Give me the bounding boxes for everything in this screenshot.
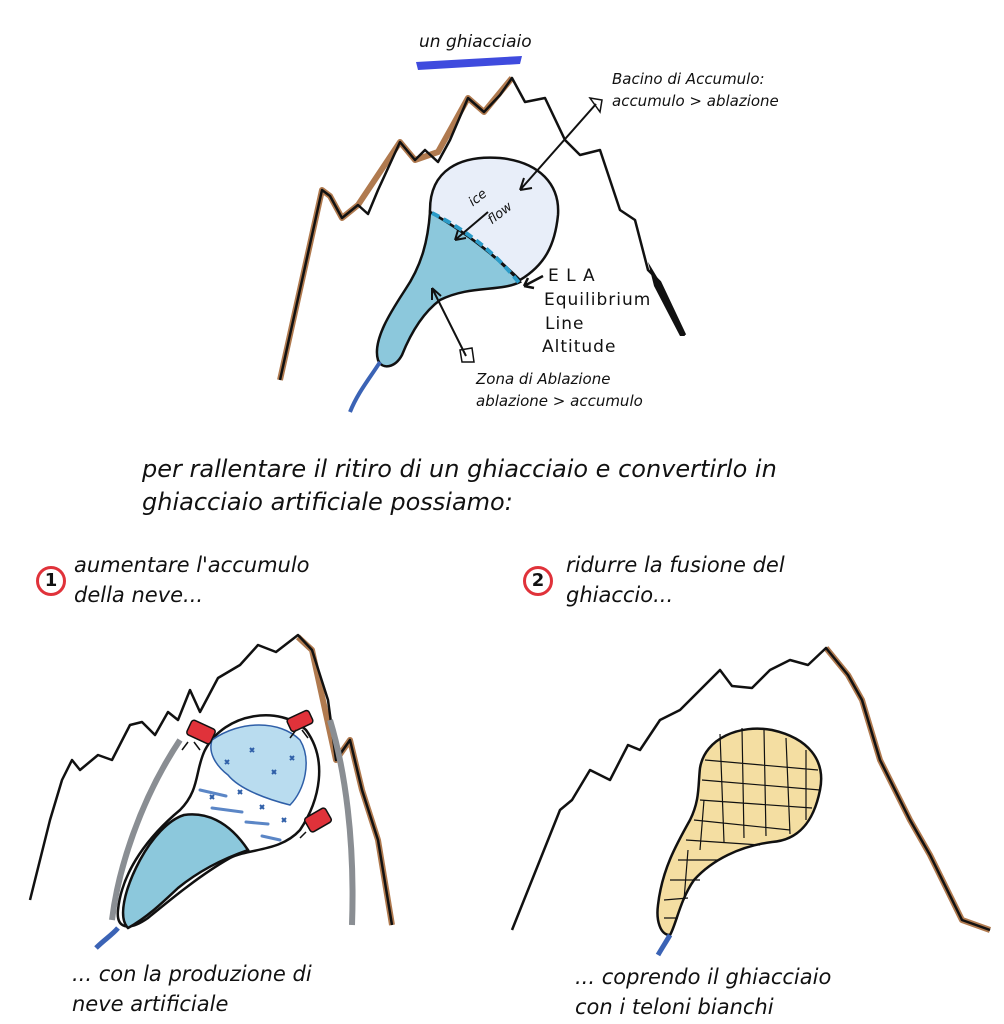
diagram-title: un ghiacciaio (419, 32, 532, 52)
left-mountain-outline (28, 633, 394, 926)
option-1-caption-line1: ... con la produzione di (72, 962, 312, 986)
snow-cannon-left (181, 719, 216, 751)
top-mountain-outline (278, 76, 687, 381)
ela-label-line4: Altitude (542, 337, 617, 357)
right-meltwater-stream (655, 933, 673, 957)
option-2-heading-line2: ghiaccio... (566, 583, 674, 607)
ela-label-line1: E L A (548, 266, 596, 286)
option-1-heading-line2: della neve... (74, 583, 204, 607)
right-mountain-outline (510, 646, 991, 932)
ablation-arrow-fletching (459, 347, 475, 363)
option-1-number-badge: 1 (36, 566, 66, 596)
ablation-arrow (431, 287, 467, 357)
artificial-snow-flakes (209, 747, 295, 823)
snow-cannon-bottom-right (299, 807, 333, 839)
option-1-heading-line1: aumentare l'accumulo (74, 553, 310, 577)
ablation-label-line2: ablazione > accumulo (476, 392, 643, 410)
option-1-caption-line2: neve artificiale (72, 992, 229, 1016)
intro-text-line1: per rallentare il ritiro di un ghiacciai… (142, 455, 777, 483)
tarp-seams (663, 727, 821, 919)
option-2-caption-line1: ... coprendo il ghiacciaio (575, 965, 832, 989)
ela-label-line2: Equilibrium (544, 290, 652, 310)
accumulation-label-line2: accumulo > ablazione (612, 92, 779, 110)
ela-arrow (522, 274, 544, 290)
snow-cannon-top-right (286, 709, 314, 739)
left-valley-shadow (109, 719, 356, 926)
intro-text-line2: ghiacciaio artificiale possiamo: (142, 488, 513, 516)
ela-label-line3: Line (545, 314, 585, 334)
artificial-snow-streaks (198, 788, 282, 842)
right-mountain-rock (823, 646, 992, 933)
top-meltwater-stream (348, 360, 382, 413)
accumulation-arrow (519, 103, 597, 191)
option-2-caption-line2: con i teloni bianchi (575, 995, 774, 1019)
option-2-number-badge: 2 (523, 566, 553, 596)
left-ablation-zone (121, 813, 250, 930)
ablation-label-line1: Zona di Ablazione (476, 370, 611, 388)
artificial-snow-area (210, 724, 307, 806)
ice-flow-arrow (454, 211, 489, 241)
equilibrium-line (431, 211, 522, 286)
title-underline (416, 56, 522, 70)
option-2-heading-line1: ridurre la fusione del (566, 553, 785, 577)
accumulation-arrow-fletching (588, 96, 603, 114)
left-meltwater-stream (94, 926, 120, 950)
tarp-covered-glacier (656, 727, 823, 937)
top-mountain-shadow (648, 262, 685, 336)
accumulation-label-line1: Bacino di Accumulo: (612, 70, 765, 88)
